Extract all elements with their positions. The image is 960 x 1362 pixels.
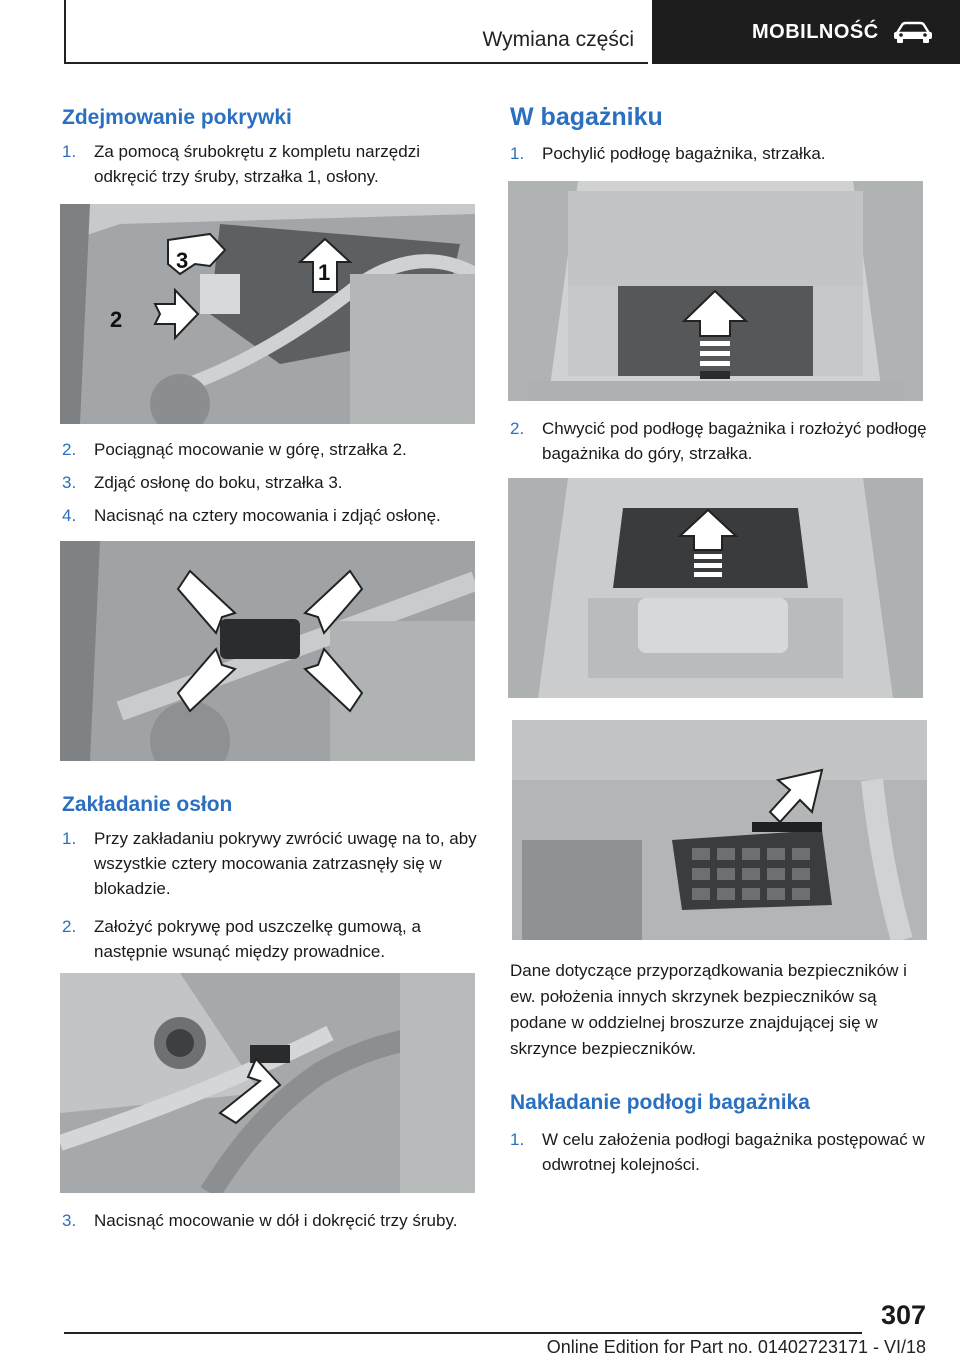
- left-step-1: 1. Za pomocą śrubokrętu z kompletu narzę…: [62, 142, 420, 186]
- car-icon: [893, 21, 932, 43]
- header-section-title: Wymiana części: [482, 28, 634, 51]
- fuse-note: Dane dotyczące przyporządkowania bezpiec…: [510, 961, 907, 1058]
- figure-engine-cover-screws: 1 2 3: [60, 204, 475, 424]
- figure-trunk-floor-open: [508, 478, 923, 698]
- figure-label-3: 3: [176, 248, 188, 273]
- figure-cover-clips: [60, 541, 475, 761]
- figure-label-2: 2: [110, 307, 122, 332]
- footer-edition: Online Edition for Part no. 01402723171 …: [546, 1337, 926, 1357]
- section-title-in-trunk: W bagażniku: [510, 103, 663, 131]
- header-chapter-box: MOBILNOŚĆ: [652, 0, 960, 64]
- left-step-4: 4. Nacisnąć na cztery mocowania i zdjąć …: [62, 506, 441, 525]
- left-step-5: 1. Przy zakładaniu pokrywy zwrócić uwagę…: [62, 829, 477, 898]
- left-step-7: 3. Nacisnąć mocowanie w dół i dokręcić t…: [62, 1211, 458, 1230]
- page-number: 307: [880, 1300, 926, 1330]
- header-section-box: Wymiana części: [64, 0, 648, 64]
- figure-fuse-box: [512, 720, 927, 940]
- right-step-3: 1. W celu założenia podłogi bagażnika po…: [510, 1130, 925, 1174]
- figure-label-1: 1: [318, 260, 330, 285]
- right-step-2: 2. Chwycić pod podłogę bagażnika i rozło…: [510, 419, 927, 463]
- footer-divider: [64, 1332, 862, 1334]
- figure-cover-guide: [60, 973, 475, 1193]
- section-title-install-trunk-floor: Nakładanie podłogi bagażnika: [510, 1091, 810, 1114]
- section-title-remove-cover: Zdejmowanie pokrywki: [62, 106, 292, 129]
- left-step-3: 3. Zdjąć osłonę do boku, strzałka 3.: [62, 473, 343, 492]
- section-title-install-covers: Zakładanie osłon: [62, 793, 233, 816]
- right-step-1: 1. Pochylić podłogę bagażnika, strzałka.: [510, 144, 826, 163]
- figure-trunk-floor-tilt: [508, 181, 923, 401]
- left-step-6: 2. Założyć pokrywę pod uszczelkę gumową,…: [62, 917, 421, 961]
- left-step-2: 2. Pociągnąć mocowanie w górę, strzałka …: [62, 440, 407, 459]
- header-chapter-title: MOBILNOŚĆ: [752, 20, 879, 43]
